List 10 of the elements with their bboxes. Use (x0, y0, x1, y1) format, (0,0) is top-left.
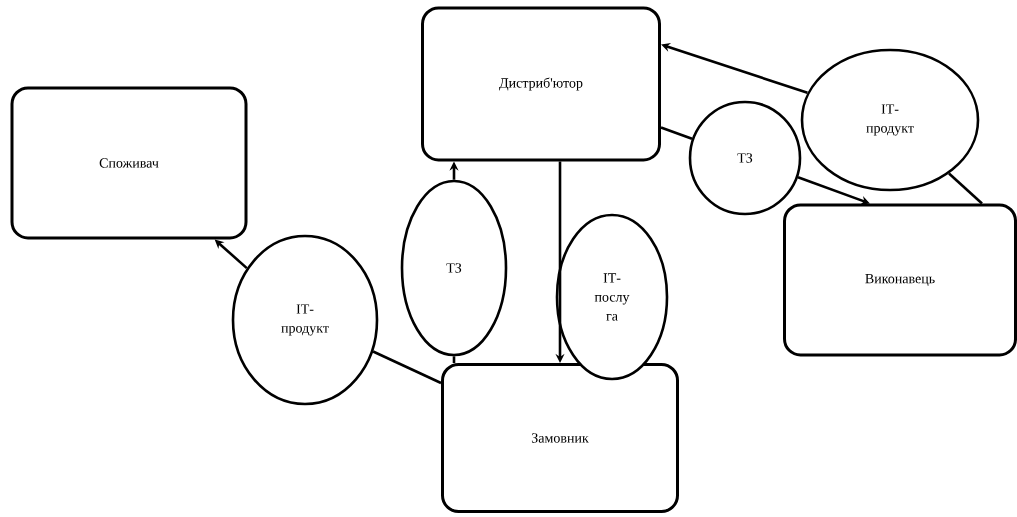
rounded-box: Виконавець (783, 203, 1017, 357)
ellipse-node: ІТ- продукт (800, 48, 980, 192)
ellipse-node: ТЗ (688, 100, 802, 216)
ellipse-node: ТЗ (400, 179, 508, 357)
rounded-box: Дистриб'ютор (421, 6, 661, 162)
rounded-box: Споживач (10, 86, 248, 240)
arrow (797, 176, 870, 205)
ellipse-node: ІТ- продукт (231, 234, 379, 406)
rounded-box: Замовник (441, 363, 679, 513)
ellipse-node: ІТ- послу га (555, 213, 669, 381)
